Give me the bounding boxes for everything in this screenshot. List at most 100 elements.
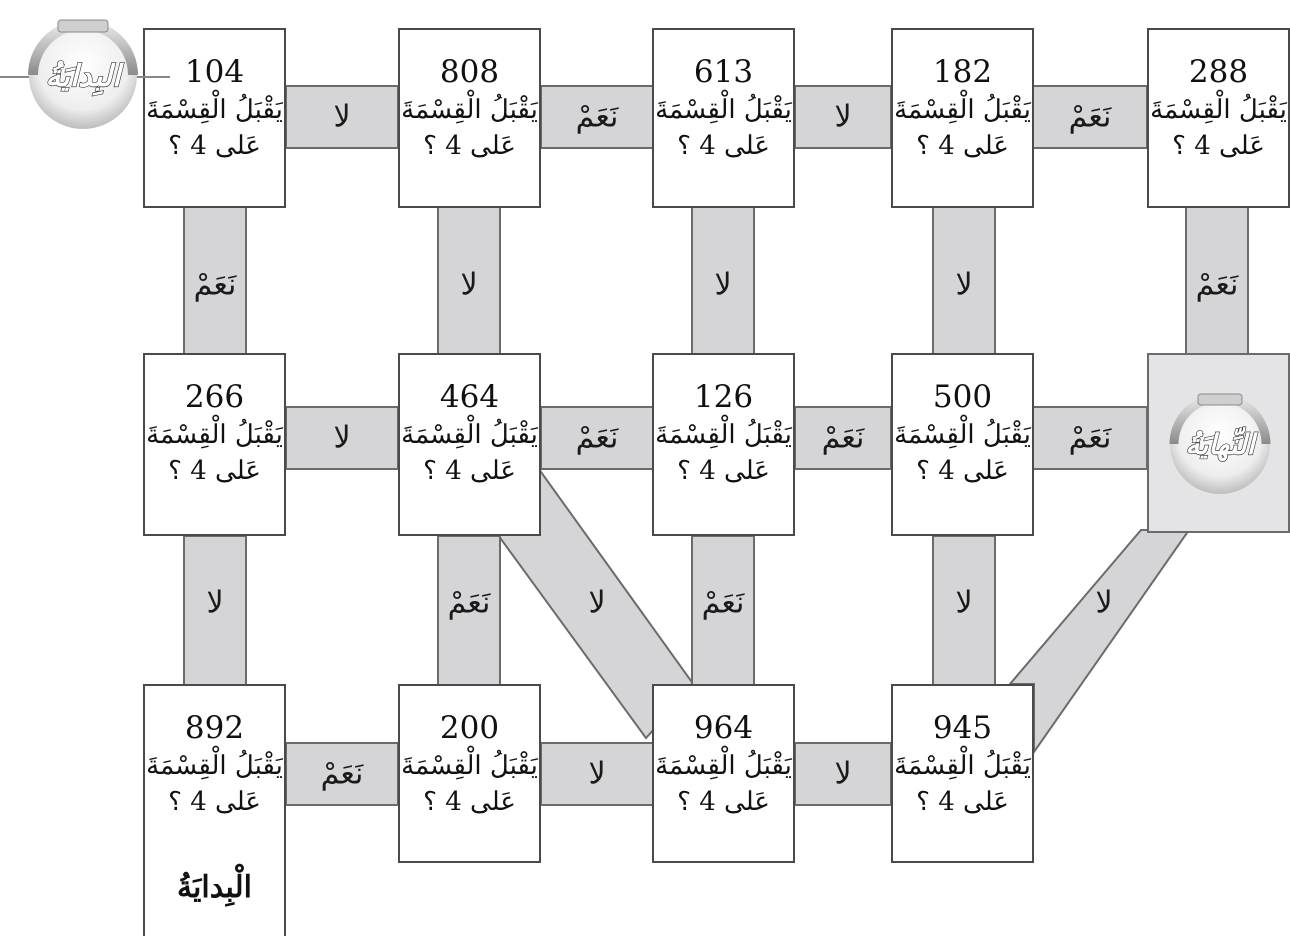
box-number: 464 <box>439 379 500 415</box>
connector-288-end: نَعَمْ <box>1185 205 1249 355</box>
connector-808-464: لا <box>437 205 501 355</box>
box-number: 104 <box>184 54 245 90</box>
box-question-line2: عَلى 4 ؟ <box>677 131 770 161</box>
box-number: 808 <box>439 54 500 90</box>
start-caption: الْبِدايَةُ <box>176 870 253 905</box>
box-question-line1: يَقْبَلُ الْقِسْمَةَ <box>894 420 1031 450</box>
connector-label: لا <box>1095 586 1112 621</box>
number-box-808: 808 يَقْبَلُ الْقِسْمَةَ عَلى 4 ؟ <box>398 28 541 208</box>
connector-label: نَعَمْ <box>576 421 619 456</box>
box-question-line1: يَقْبَلُ الْقِسْمَةَ <box>894 95 1031 125</box>
connector-label: نَعَمْ <box>702 586 745 621</box>
connector-500-945: لا <box>932 535 996 687</box>
box-number: 126 <box>693 379 754 415</box>
box-number: 182 <box>932 54 993 90</box>
end-badge: النِّهايَةُ <box>1169 393 1271 494</box>
connector-label: نَعَمْ <box>1196 268 1239 303</box>
box-question-line2: عَلى 4 ؟ <box>677 787 770 817</box>
box-number: 288 <box>1188 54 1249 90</box>
number-box-104: 104 يَقْبَلُ الْقِسْمَةَ عَلى 4 ؟ <box>143 28 286 208</box>
connector-label: نَعَمْ <box>194 268 237 303</box>
box-number: 892 <box>184 710 245 746</box>
box-question-line2: عَلى 4 ؟ <box>677 456 770 486</box>
box-question-line2: عَلى 4 ؟ <box>423 787 516 817</box>
connector-label: نَعَمْ <box>576 100 619 135</box>
connector-808-613: نَعَمْ <box>540 85 654 149</box>
number-box-288: 288 يَقْبَلُ الْقِسْمَةَ عَلى 4 ؟ <box>1147 28 1290 208</box>
box-question-line1: يَقْبَلُ الْقِسْمَةَ <box>655 751 792 781</box>
box-question-line2: عَلى 4 ؟ <box>168 787 261 817</box>
badge-disc <box>1170 394 1270 494</box>
badge-tab <box>57 19 109 33</box>
connector-label: لا <box>588 586 605 621</box>
connector-182-500: لا <box>932 205 996 355</box>
connector-266-892: لا <box>183 535 247 687</box>
box-question-line2: عَلى 4 ؟ <box>168 456 261 486</box>
box-question-line1: يَقْبَلُ الْقِسْمَةَ <box>146 420 283 450</box>
connector-label: لا <box>333 421 350 456</box>
box-question-line2: عَلى 4 ؟ <box>423 131 516 161</box>
box-number: 964 <box>693 710 754 746</box>
box-question-line2: عَلى 4 ؟ <box>916 131 1009 161</box>
box-question-line1: يَقْبَلُ الْقِسْمَةَ <box>401 420 538 450</box>
connector-label: لا <box>955 268 972 303</box>
box-question-line1: يَقْبَلُ الْقِسْمَةَ <box>655 420 792 450</box>
connector-266-464: لا <box>285 406 399 470</box>
connector-182-288: نَعَمْ <box>1032 85 1148 149</box>
connector-964-945: لا <box>794 742 892 806</box>
box-question-line1: يَقْبَلُ الْقِسْمَةَ <box>146 95 283 125</box>
box-number: 266 <box>184 379 245 415</box>
connector-label: لا <box>714 268 731 303</box>
number-box-964: 964 يَقْبَلُ الْقِسْمَةَ عَلى 4 ؟ <box>652 684 795 863</box>
box-number: 500 <box>932 379 993 415</box>
box-question-line1: يَقْبَلُ الْقِسْمَةَ <box>894 751 1031 781</box>
number-box-200: 200 يَقْبَلُ الْقِسْمَةَ عَلى 4 ؟ <box>398 684 541 863</box>
start-badge-text: البِدايَةُ <box>45 59 124 96</box>
box-number: 613 <box>693 54 754 90</box>
connector-label: نَعَمْ <box>822 421 865 456</box>
connector-464-200: نَعَمْ <box>437 535 501 687</box>
connector-label: لا <box>588 757 605 792</box>
connector-104-266: نَعَمْ <box>183 205 247 355</box>
connector-label: لا <box>333 100 350 135</box>
connector-613-182: لا <box>794 85 892 149</box>
connector-126-964: نَعَمْ <box>691 535 755 687</box>
connector-464-126: نَعَمْ <box>540 406 654 470</box>
connector-label: نَعَمْ <box>448 586 491 621</box>
connector-label: لا <box>834 100 851 135</box>
number-box-500: 500 يَقْبَلُ الْقِسْمَةَ عَلى 4 ؟ <box>891 353 1034 536</box>
number-box-182: 182 يَقْبَلُ الْقِسْمَةَ عَلى 4 ؟ <box>891 28 1034 208</box>
box-question-line2: عَلى 4 ؟ <box>916 787 1009 817</box>
connector-500-end: نَعَمْ <box>1032 406 1148 470</box>
number-box-892-start: 892 يَقْبَلُ الْقِسْمَةَ عَلى 4 ؟ <box>143 684 286 936</box>
connector-892-200: نَعَمْ <box>285 742 399 806</box>
box-question-line1: يَقْبَلُ الْقِسْمَةَ <box>1150 95 1287 125</box>
connector-label: لا <box>206 586 223 621</box>
number-box-945: 945 يَقْبَلُ الْقِسْمَةَ عَلى 4 ؟ <box>891 684 1034 863</box>
connector-200-964: لا <box>540 742 654 806</box>
number-box-464: 464 يَقْبَلُ الْقِسْمَةَ عَلى 4 ؟ <box>398 353 541 536</box>
connector-label: نَعَمْ <box>1069 100 1112 135</box>
box-question-line1: يَقْبَلُ الْقِسْمَةَ <box>655 95 792 125</box>
connector-104-808: لا <box>285 85 399 149</box>
box-question-line2: عَلى 4 ؟ <box>916 456 1009 486</box>
box-question-line2: عَلى 4 ؟ <box>1172 131 1265 161</box>
number-box-126: 126 يَقْبَلُ الْقِسْمَةَ عَلى 4 ؟ <box>652 353 795 536</box>
connector-label: لا <box>460 268 477 303</box>
connector-label: نَعَمْ <box>1069 421 1112 456</box>
end-badge-text: النِّهايَةُ <box>1185 427 1258 462</box>
connector-label: لا <box>834 757 851 792</box>
badge-disc <box>29 21 137 129</box>
box-question-line1: يَقْبَلُ الْقِسْمَةَ <box>401 751 538 781</box>
connector-945-end: لا <box>1007 529 1191 756</box>
connector-126-500: نَعَمْ <box>794 406 892 470</box>
badge-tab <box>1197 393 1243 406</box>
number-box-613: 613 يَقْبَلُ الْقِسْمَةَ عَلى 4 ؟ <box>652 28 795 208</box>
connector-label: لا <box>955 586 972 621</box>
box-question-line2: عَلى 4 ؟ <box>423 456 516 486</box>
connector-label: نَعَمْ <box>321 757 364 792</box>
number-box-266: 266 يَقْبَلُ الْقِسْمَةَ عَلى 4 ؟ <box>143 353 286 536</box>
box-question-line1: يَقْبَلُ الْقِسْمَةَ <box>146 751 283 781</box>
start-badge: البِدايَةُ <box>0 19 170 129</box>
